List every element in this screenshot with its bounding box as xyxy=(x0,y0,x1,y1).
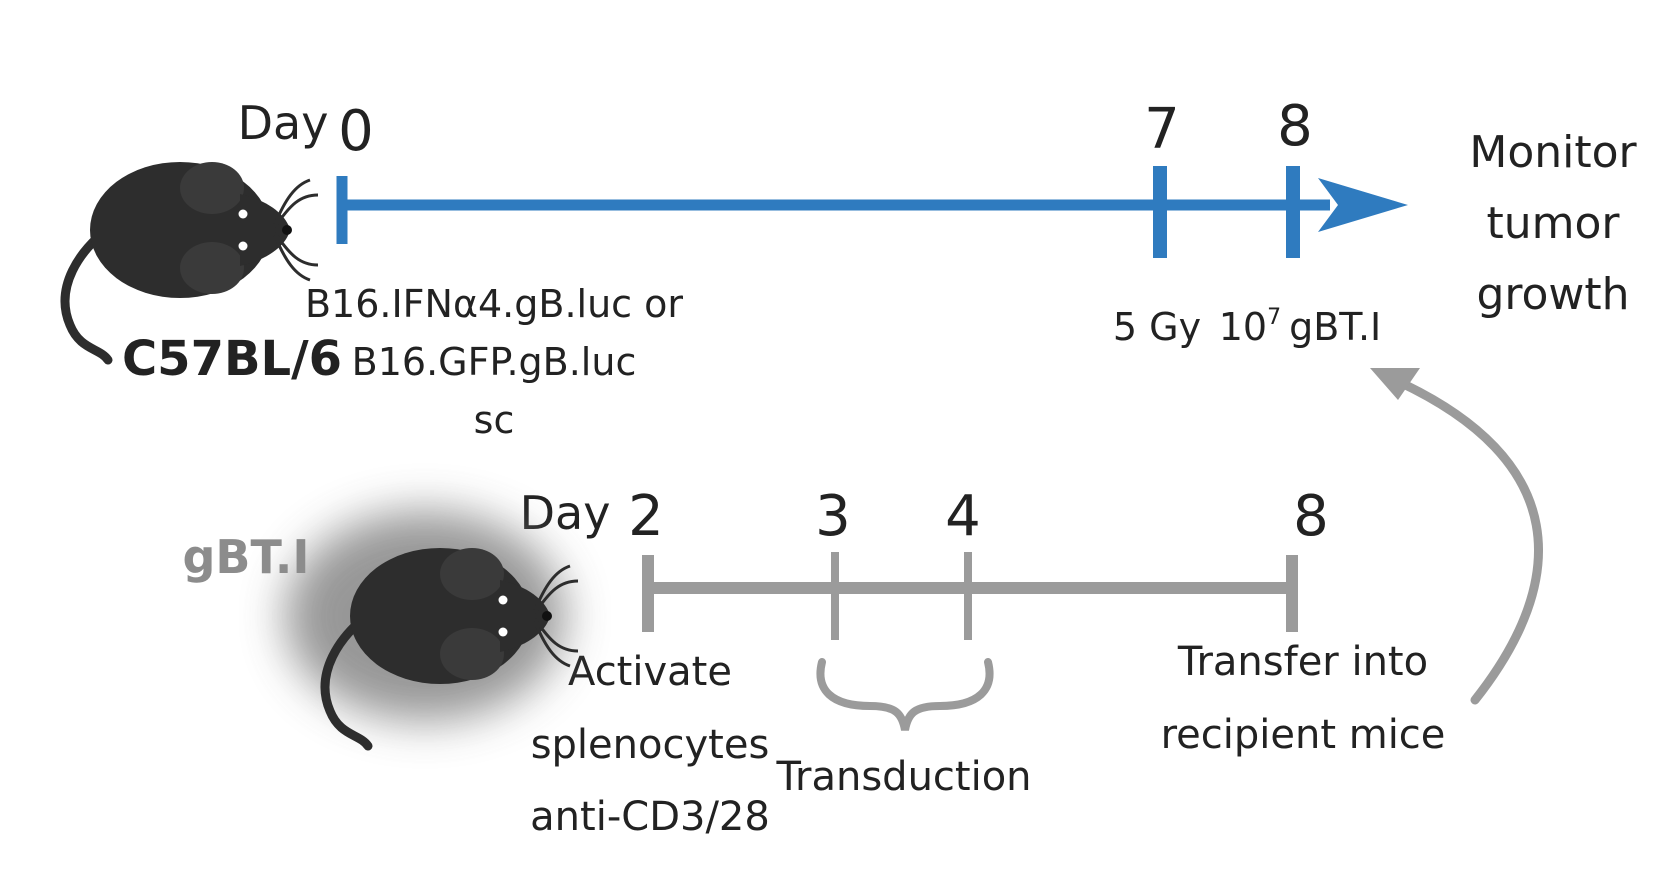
recipient-day-label: Day xyxy=(238,96,329,150)
donor-strain-label: gBT.I xyxy=(183,530,310,584)
transduction-label: Transduction xyxy=(775,754,1031,800)
donor-day-4: 4 xyxy=(945,484,981,549)
injection-label-line-3: sc xyxy=(474,398,515,442)
injection-label-line-1: B16.IFNα4.gB.luc or xyxy=(305,282,683,326)
transfer-label-line-2: recipient mice xyxy=(1161,712,1446,758)
activate-label-line-3: anti-CD3/28 xyxy=(530,794,770,840)
donor-day-2: 2 xyxy=(628,484,664,549)
recipient-timeline: Day 0 7 8 B16.IFNα4.gB.luc or B16.GFP.gB… xyxy=(238,94,1638,442)
glowing-mouse-icon xyxy=(285,511,579,751)
timeline-arrowhead-icon xyxy=(1318,178,1408,232)
end-label-line-1: Monitor xyxy=(1469,127,1637,178)
recipient-day-7: 7 xyxy=(1144,97,1180,162)
donor-day-3: 3 xyxy=(815,484,851,549)
activate-label-line-1: Activate xyxy=(568,649,732,695)
mouse-icon xyxy=(60,162,319,365)
curly-brace-icon xyxy=(816,658,994,731)
recipient-day-0: 0 xyxy=(338,99,374,164)
curved-arrow-icon xyxy=(1370,368,1543,705)
recipient-day-8: 8 xyxy=(1277,94,1313,159)
end-label-line-2: tumor xyxy=(1486,198,1620,249)
donor-timeline: Day 2 3 4 8 Activate splenocytes anti-CD… xyxy=(520,484,1446,840)
injection-label-line-2: B16.GFP.gB.luc xyxy=(352,340,637,384)
end-label-line-3: growth xyxy=(1476,269,1629,320)
irradiation-label: 5 Gy xyxy=(1113,305,1201,349)
transfer-label-line-1: Transfer into xyxy=(1177,639,1428,685)
activate-label-line-2: splenocytes xyxy=(531,722,770,768)
donor-day-8: 8 xyxy=(1293,484,1329,549)
recipient-strain-label: C57BL/6 xyxy=(122,331,342,387)
donor-day-label: Day xyxy=(520,486,611,540)
